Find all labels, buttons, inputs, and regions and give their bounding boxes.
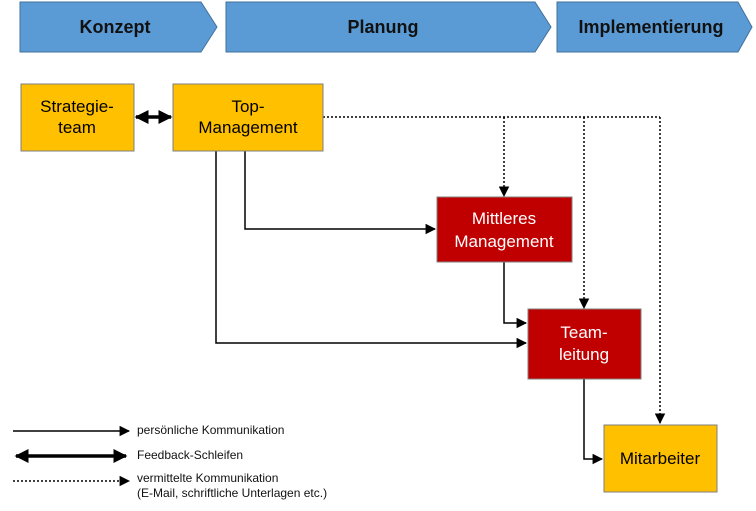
phase-implementierung: Implementierung — [556, 1, 753, 53]
legend-dotted-label-2: (E-Mail, schriftliche Unterlagen etc.) — [137, 486, 327, 500]
phase-implementierung-label: Implementierung — [578, 17, 723, 37]
solid-arrow-mittleres-to-teamleitung — [503, 262, 528, 329]
box-mittleres-management-line1: Mittleres — [472, 209, 536, 228]
box-mittleres-management: Mittleres Management — [436, 196, 573, 263]
solid-arrow-top-to-mittleres — [244, 151, 437, 235]
solid-arrow-teamleitung-to-mitarbeiter — [583, 379, 604, 465]
box-mitarbeiter: Mitarbeiter — [603, 424, 718, 493]
legend-dotted-label: vermittelte Kommunikation — [137, 471, 278, 485]
solid-arrow-top-to-teamleitung — [215, 151, 528, 349]
box-strategieteam-line1: Strategie- — [40, 97, 114, 116]
box-top-management-line2: Management — [198, 118, 298, 137]
phase-konzept-label: Konzept — [80, 17, 151, 37]
phase-planung-label: Planung — [348, 17, 419, 37]
phase-konzept: Konzept — [19, 1, 218, 53]
box-top-management-line1: Top- — [231, 97, 264, 116]
connectors — [134, 110, 666, 465]
box-strategieteam: Strategie- team — [20, 83, 135, 152]
box-top-management: Top- Management — [172, 83, 324, 152]
box-mitarbeiter-line1: Mitarbeiter — [620, 449, 701, 468]
box-teamleitung: Team- leitung — [527, 308, 642, 380]
box-mittleres-management-line2: Management — [454, 232, 554, 251]
box-teamleitung-line1: Team- — [560, 323, 607, 342]
legend: persönliche Kommunikation Feedback-Schle… — [13, 423, 327, 500]
box-teamleitung-line2: leitung — [559, 345, 609, 364]
phase-planung: Planung — [225, 1, 552, 53]
legend-bold-label: Feedback-Schleifen — [137, 448, 243, 462]
legend-solid-label: persönliche Kommunikation — [137, 423, 284, 437]
box-strategieteam-line2: team — [58, 118, 96, 137]
